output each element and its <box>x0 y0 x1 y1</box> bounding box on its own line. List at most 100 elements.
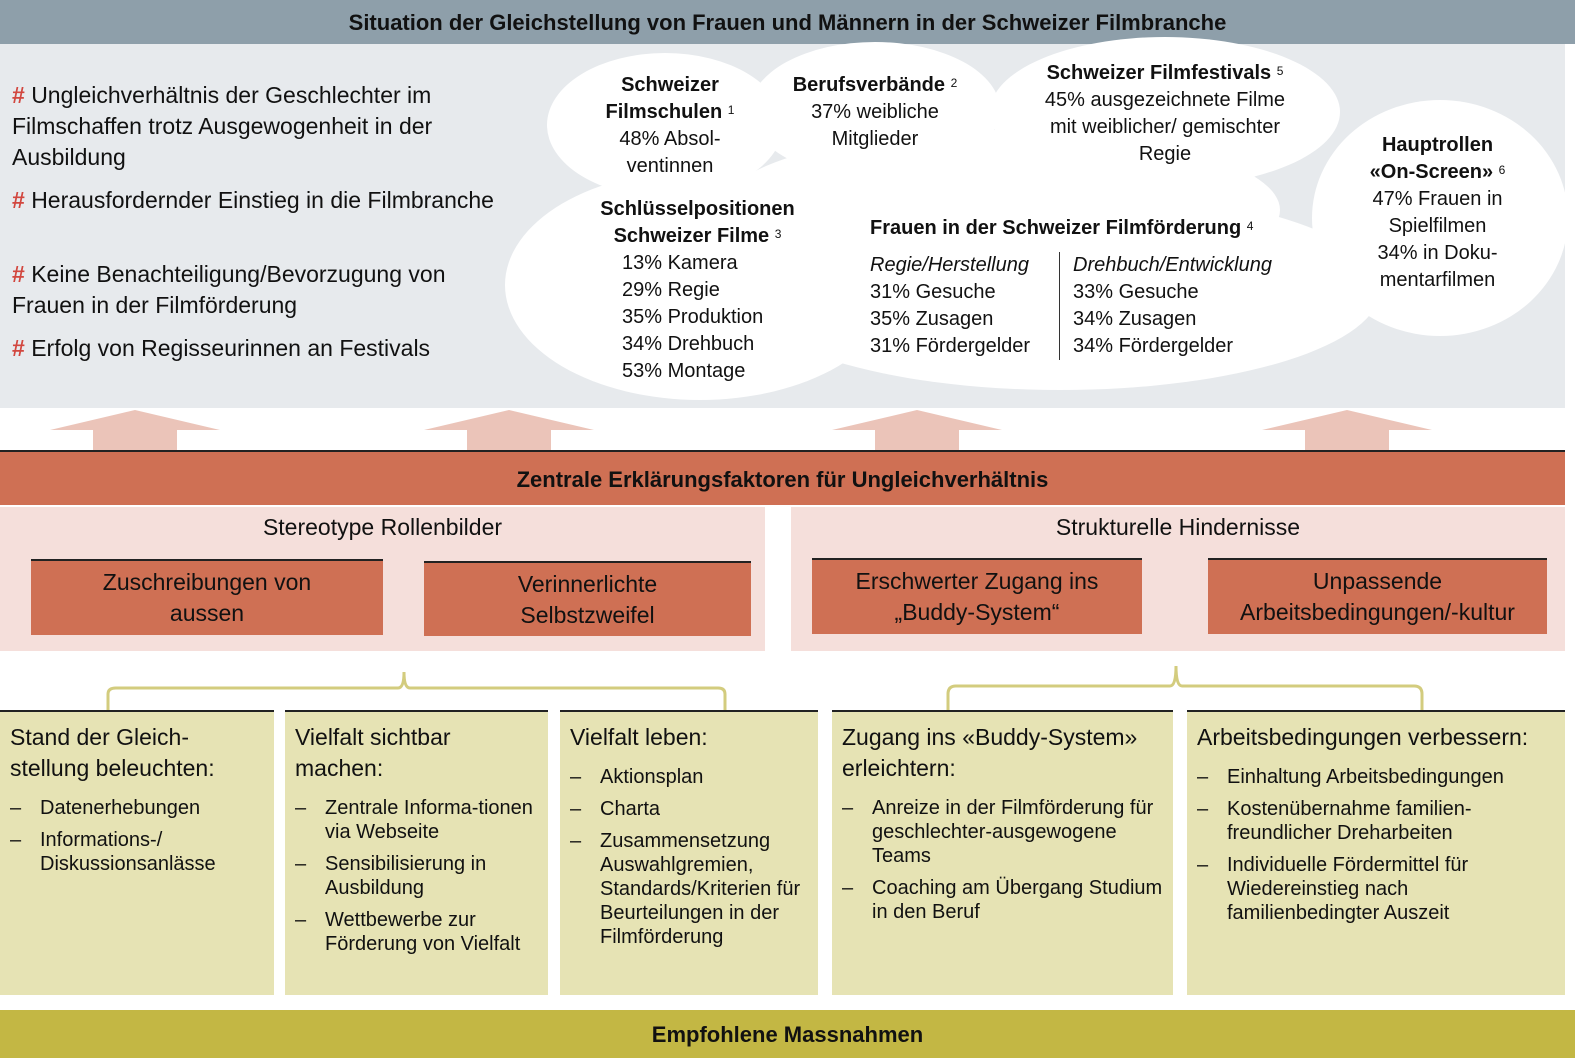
up-arrows <box>50 410 1432 452</box>
stat-item: 34% Fördergelder <box>1073 335 1234 357</box>
cloud-title: Filmschulen <box>605 101 723 123</box>
cloud-text: Mitglieder <box>831 128 919 150</box>
factor-text: Unpassende <box>1312 568 1443 594</box>
hash-marker: # <box>12 261 25 287</box>
up-arrow-icon <box>832 410 1002 452</box>
cloud-text: Regie <box>1138 143 1192 165</box>
factor-text: Zuschreibungen von <box>102 569 312 595</box>
brackets <box>106 665 1424 710</box>
measure-item: Sensibilisierung in Ausbildung <box>295 852 538 900</box>
cloud-filmfoerderung: Frauen in der Schweizer Filmförderung 4 … <box>870 215 1320 360</box>
measure-item: Coaching am Übergang Studium in den Beru… <box>842 876 1163 924</box>
footnote-ref: 4 <box>1246 219 1254 233</box>
stat-item: 29% Regie <box>622 279 720 301</box>
measure-heading: Vielfalt leben: <box>570 724 708 750</box>
cloud-hauptrollen: Hauptrollen «On-Screen» 6 47% Frauen in … <box>1345 132 1530 294</box>
bullet-text: Ungleichverhältnis der Geschlechter im F… <box>12 82 433 170</box>
stat-item: 31% Fördergelder <box>870 335 1031 357</box>
cloud-text: 45% ausgezeichnete Filme <box>1044 89 1286 111</box>
cloud-text: mentarfilmen <box>1379 269 1496 291</box>
cloud-text: ventinnen <box>626 155 714 177</box>
stat-item: 53% Montage <box>622 360 746 382</box>
measures-bar: Empfohlene Massnahmen <box>0 1010 1575 1058</box>
cloud-title: Frauen in der Schweizer Filmförderung <box>870 217 1242 239</box>
hash-marker: # <box>12 82 25 108</box>
cloud-text: mit weiblicher/ gemischter <box>1049 116 1281 138</box>
measure-item: Datenerhebungen <box>10 796 264 820</box>
measure-box: Arbeitsbedingungen verbessern: Einhaltun… <box>1187 710 1565 995</box>
measure-item: Informations-/ Diskussionsanlässe <box>10 828 264 876</box>
stat-item: 31% Gesuche <box>870 281 996 303</box>
measure-heading: Arbeitsbedingungen verbessern: <box>1197 724 1529 750</box>
factor-text: Selbstzweifel <box>520 601 655 628</box>
factors-bar: Zentrale Erklärungsfaktoren für Ungleich… <box>0 450 1565 505</box>
bullet-text: Herausfordernder Einstieg in die Filmbra… <box>31 187 494 213</box>
cloud-text: Spielfilmen <box>1388 215 1487 237</box>
hash-marker: # <box>12 187 25 213</box>
footnote-ref: 2 <box>950 76 958 90</box>
cloud-title: Berufsverbände <box>792 74 946 96</box>
measure-item: Zusammensetzung Auswahlgremien, Standard… <box>570 829 808 949</box>
factor-text: aussen <box>169 600 245 626</box>
measure-heading: Vielfalt sichtbar machen: <box>295 724 451 781</box>
measure-item: Kostenübernahme familien-freundlicher Dr… <box>1197 797 1555 845</box>
cloud-title: Schweizer <box>621 74 719 96</box>
stat-item: 13% Kamera <box>622 252 738 274</box>
bullet-text: Erfolg von Regisseurinnen an Festivals <box>31 335 431 361</box>
footnote-ref: 1 <box>727 103 735 117</box>
factor-text: Erschwerter Zugang ins <box>855 568 1099 594</box>
bullet-text: Keine Benachteiligung/Bevorzugung von Fr… <box>12 261 446 318</box>
group-label: Strukturelle Hindernisse <box>1055 514 1301 540</box>
factor-box: Erschwerter Zugang ins „Buddy-System“ <box>812 558 1142 634</box>
up-arrow-icon <box>50 410 220 452</box>
measure-heading: Zugang ins «Buddy-System» erleichtern: <box>842 724 1138 781</box>
footnote-ref: 5 <box>1276 64 1284 78</box>
column-drehbuch: Drehbuch/Entwicklung 33% Gesuche 34% Zus… <box>1073 252 1272 360</box>
bracket-left <box>106 671 727 710</box>
factor-text: „Buddy-System“ <box>894 599 1060 625</box>
column-header: Drehbuch/Entwicklung <box>1073 254 1272 276</box>
stat-item: 33% Gesuche <box>1073 281 1199 303</box>
stat-item: 34% Zusagen <box>1073 308 1197 330</box>
measure-item: Individuelle Fördermittel für Wiedereins… <box>1197 853 1555 925</box>
up-arrow-icon <box>1262 410 1432 452</box>
cloud-text: 37% weibliche <box>811 101 939 123</box>
group-label: Stereotype Rollenbilder <box>262 514 503 540</box>
cloud-title: Hauptrollen <box>1381 134 1494 156</box>
factor-box: Zuschreibungen von aussen <box>31 559 383 635</box>
title-bar: Situation der Gleichstellung von Frauen … <box>0 0 1575 44</box>
bracket-right <box>946 665 1424 710</box>
footnote-ref: 6 <box>1498 163 1506 177</box>
cloud-shape <box>505 37 1568 400</box>
measure-item: Charta <box>570 797 808 821</box>
measure-box: Zugang ins «Buddy-System» erleichtern: A… <box>832 710 1173 995</box>
footnote-ref: 3 <box>774 227 782 241</box>
cloud-text: 34% in Doku- <box>1377 242 1498 264</box>
measure-box: Stand der Gleich-stellung beleuchten: Da… <box>0 710 274 995</box>
stat-item: 34% Drehbuch <box>622 333 755 355</box>
measure-item: Einhaltung Arbeitsbedingungen <box>1197 765 1555 789</box>
cloud-title: Schweizer Filmfestivals <box>1046 62 1272 84</box>
cloud-title: «On-Screen» <box>1369 161 1494 183</box>
cloud-filmschulen: Schweizer Filmschulen 1 48% Absol- venti… <box>595 72 745 180</box>
stat-item: 35% Zusagen <box>870 308 994 330</box>
measure-heading: Stand der Gleich-stellung beleuchten: <box>10 724 215 781</box>
measure-item: Wettbewerbe zur Förderung von Vielfalt <box>295 908 538 956</box>
cloud-berufsverbaende: Berufsverbände 2 37% weibliche Mitgliede… <box>775 72 975 153</box>
bullet-item: # Erfolg von Regisseurinnen an Festivals <box>12 333 502 364</box>
up-arrow-icon <box>424 410 594 452</box>
measure-box: Vielfalt sichtbar machen: Zentrale Infor… <box>285 710 548 995</box>
cloud-title: Schlüsselpositionen <box>600 198 795 220</box>
bullet-item: # Herausfordernder Einstieg in die Filmb… <box>12 185 502 216</box>
cloud-text: 48% Absol- <box>619 128 721 150</box>
bullet-item: # Keine Benachteiligung/Bevorzugung von … <box>12 259 502 321</box>
measure-item: Anreize in der Filmförderung für geschle… <box>842 796 1163 868</box>
column-regie: Regie/Herstellung 31% Gesuche 35% Zusage… <box>870 252 1060 360</box>
stat-item: 35% Produktion <box>622 306 764 328</box>
cloud-schluesselpositionen: Schlüsselpositionen Schweizer Filme 3 13… <box>580 196 815 385</box>
cloud-festivals: Schweizer Filmfestivals 5 45% ausgezeich… <box>1020 60 1310 168</box>
bullet-item: # Ungleichverhältnis der Geschlechter im… <box>12 80 502 173</box>
measure-item: Zentrale Informa-tionen via Webseite <box>295 796 538 844</box>
